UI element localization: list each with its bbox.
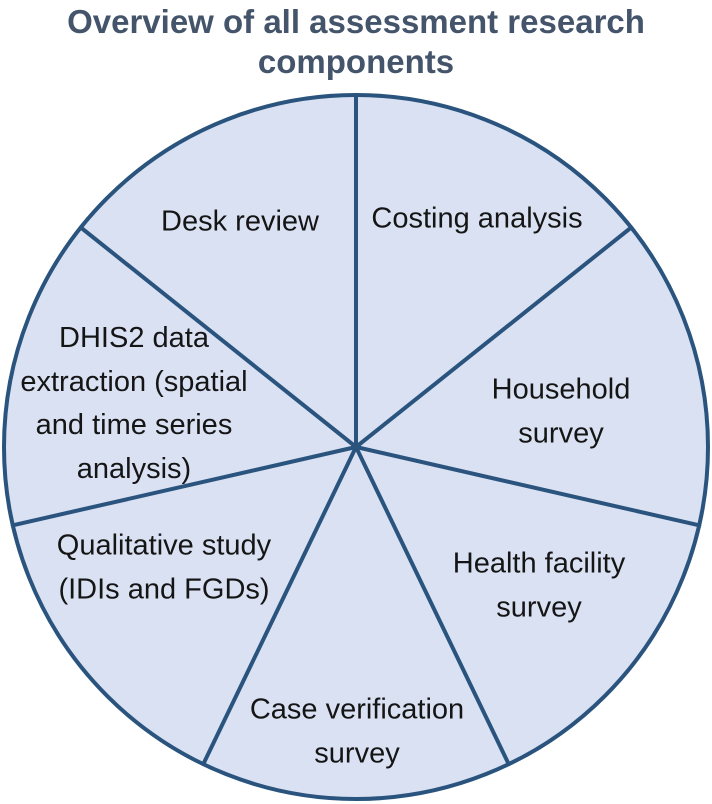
slice-label-qualitative-study: Qualitative study (IDIs and FGDs): [56, 529, 272, 606]
slice-label-costing-analysis: Costing analysis: [371, 202, 583, 235]
slice-label-dhis2-data-extraction: DHIS2 data extraction (spatial and time …: [20, 322, 248, 485]
slice-label-health-facility-survey: Health facility survey: [452, 547, 626, 624]
slice-label-household-survey: Household survey: [491, 373, 631, 450]
slice-label-desk-review: Desk review: [161, 205, 319, 238]
slice-label-case-verification-survey: Case verification survey: [249, 693, 465, 770]
chart-title: Overview of all assessment research comp…: [67, 3, 645, 81]
